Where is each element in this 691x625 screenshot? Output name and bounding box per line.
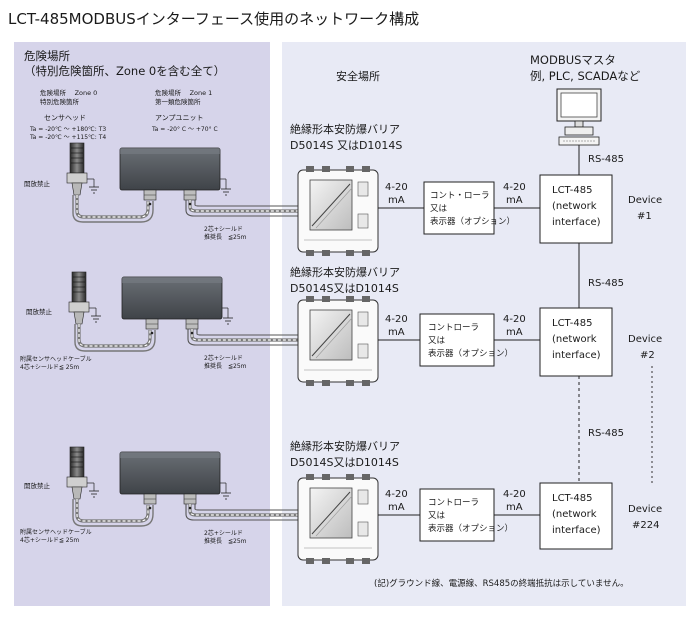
current-out-unit-1: mA <box>506 195 523 206</box>
current-out-3: 4-20 <box>503 489 526 500</box>
controller-display-1: 表示器（オプション） <box>430 216 515 227</box>
device-label-2: Device <box>628 334 662 345</box>
hazard-heading-sub: （特別危険箇所、Zone 0を含む全て） <box>24 64 225 78</box>
cable-spec-3: 2芯+シールド <box>204 529 243 537</box>
device-row-1: 開放禁止 2芯+シールド 推奨長 ≦25m 絶縁形本安防爆バリア D5014S … <box>24 122 662 257</box>
current-2: 4-20 <box>385 314 408 325</box>
sensor-cable-spec-3: 附属センサヘッドケーブル <box>20 528 92 536</box>
controller-or-2: 又は <box>428 336 446 346</box>
lct485-interface-1: interface) <box>552 217 601 228</box>
controller-label-3: コントローラ <box>428 498 479 508</box>
modbus-master-pc <box>556 88 602 146</box>
cable-spec-2: 2芯+シールド <box>204 354 243 362</box>
sensor-temp-2: Ta = -20℃ 〜 +115℃: T4 <box>29 134 106 141</box>
rs485-label-3: RS-485 <box>588 428 624 439</box>
no-open-label-3: 開放禁止 <box>24 481 51 490</box>
master-label: MODBUSマスタ <box>530 53 616 67</box>
device-number-2: #2 <box>640 350 655 361</box>
lct485-network-1: (network <box>552 201 597 212</box>
lct485-box-1 <box>539 174 613 244</box>
controller-box-3 <box>419 488 495 542</box>
page-title: LCT-485MODBUSインターフェース使用のネットワーク構成 <box>8 10 419 28</box>
sensor-temp-1: Ta = -20℃ 〜 +180℃: T3 <box>29 126 106 133</box>
controller-display-2: 表示器（オプション） <box>428 348 513 359</box>
sensor-zone-label: 危険場所 Zone 0 <box>40 88 97 97</box>
lct485-network-3: (network <box>552 509 597 520</box>
lct485-network-2: (network <box>552 334 597 345</box>
controller-or-1: 又は <box>430 204 448 214</box>
sensor-head-label: センサヘッド <box>44 114 86 122</box>
controller-box-2 <box>419 313 495 367</box>
no-open-label-2: 開放禁止 <box>26 307 53 316</box>
lct485-label-1: LCT-485 <box>552 185 592 196</box>
cable-spec-1: 2芯+シールド <box>204 225 243 233</box>
current-1: 4-20 <box>385 182 408 193</box>
barrier-model-2: D5014S又はD1014S <box>290 282 399 295</box>
barrier-module-1 <box>297 165 379 257</box>
sensor-zone-sub: 特別危険箇所 <box>40 97 80 106</box>
cable-length-1: 推奨長 ≦25m <box>204 233 247 241</box>
barrier-model-1: D5014S 又はD1014S <box>290 139 402 152</box>
current-unit-1: mA <box>388 195 405 206</box>
lct485-interface-2: interface) <box>552 350 601 361</box>
device-number-1: #1 <box>637 211 652 222</box>
current-unit-2: mA <box>388 327 405 338</box>
device-label-3: Device <box>628 504 662 515</box>
lct485-label-3: LCT-485 <box>552 493 592 504</box>
lct485-interface-3: interface) <box>552 525 601 536</box>
rs485-label-1: RS-485 <box>588 154 624 165</box>
footnote: (記)グラウンド線、電源線、RS485の終端抵抗は示していません。 <box>374 578 629 589</box>
current-unit-3: mA <box>388 502 405 513</box>
barrier-label-3: 絶縁形本安防爆バリア <box>290 439 400 453</box>
safe-heading: 安全場所 <box>336 69 380 83</box>
controller-box-1 <box>423 181 495 235</box>
device-row-3: 開放禁止 附属センサヘッドケーブル 4芯+シールド≦ 25m 2芯+シールド 推… <box>20 439 662 565</box>
amp-zone-label: 危険場所 Zone 1 <box>155 88 212 97</box>
lct485-label-2: LCT-485 <box>552 318 592 329</box>
cable-length-3: 推奨長 ≦25m <box>204 537 247 545</box>
current-out-2: 4-20 <box>503 314 526 325</box>
device-row-2: 開放禁止 附属センサヘッドケーブル 4芯+シールド≦ 25m 2芯+シールド 推… <box>20 265 662 387</box>
device-number-3: #224 <box>632 520 659 531</box>
device-label-1: Device <box>628 195 662 206</box>
no-open-label: 開放禁止 <box>24 179 51 188</box>
cable-length-2: 推奨長 ≦25m <box>204 362 247 370</box>
amp-temp: Ta = -20° C 〜 +70° C <box>151 126 218 133</box>
lct485-box-3 <box>539 482 613 550</box>
sensor-cable-length-2: 4芯+シールド≦ 25m <box>20 363 79 371</box>
controller-label-2: コントローラ <box>428 323 479 333</box>
amp-unit-label: アンプユニット <box>155 114 204 122</box>
amp-zone-sub: 第一類危険箇所 <box>155 97 201 106</box>
current-3: 4-20 <box>385 489 408 500</box>
rs485-label-2: RS-485 <box>588 278 624 289</box>
barrier-model-3: D5014S又はD1014S <box>290 456 399 469</box>
master-example: 例, PLC, SCADAなど <box>530 69 641 83</box>
hazard-heading: 危険場所 <box>24 49 70 63</box>
sensor-cable-length-3: 4芯+シールド≦ 25m <box>20 536 79 544</box>
controller-or-3: 又は <box>428 511 446 521</box>
current-out-unit-3: mA <box>506 502 523 513</box>
barrier-label-2: 絶縁形本安防爆バリア <box>290 265 400 279</box>
barrier-module-3 <box>297 473 379 565</box>
controller-display-3: 表示器（オプション） <box>428 523 513 534</box>
sensor-cable-spec-2: 附属センサヘッドケーブル <box>20 355 92 363</box>
current-out-unit-2: mA <box>506 327 523 338</box>
current-out-1: 4-20 <box>503 182 526 193</box>
barrier-label-1: 絶縁形本安防爆バリア <box>290 122 400 136</box>
lct485-box-2 <box>539 307 613 377</box>
barrier-module-2 <box>297 295 379 387</box>
controller-label-1: コント・ローラ <box>430 191 490 201</box>
